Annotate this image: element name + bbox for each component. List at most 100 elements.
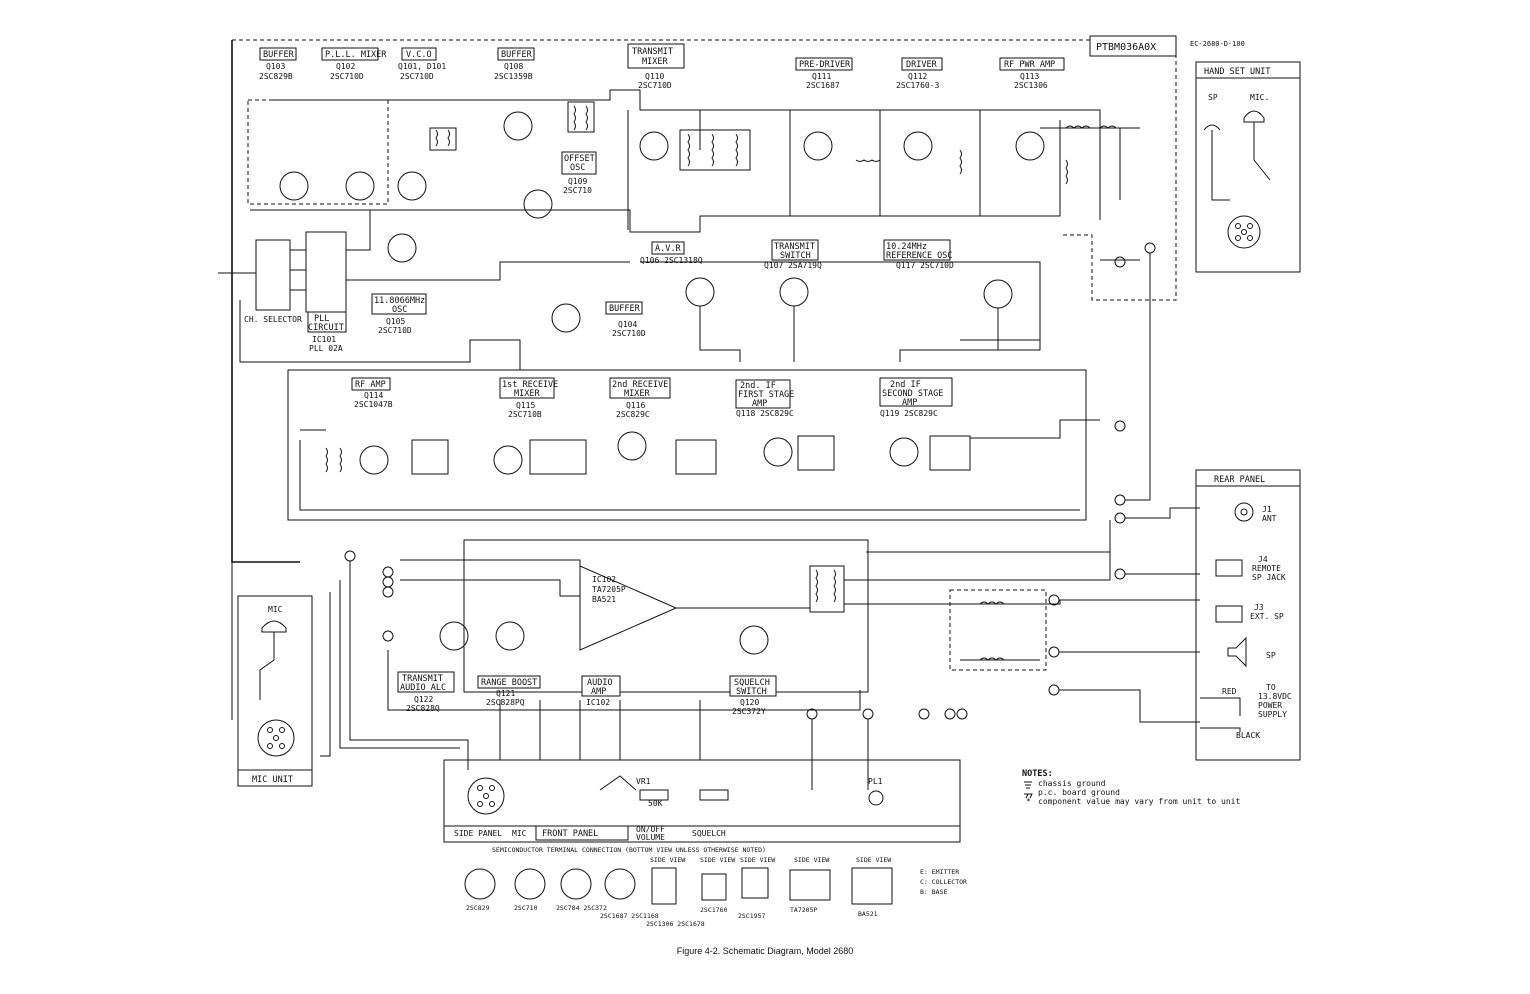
- transistor-q121: [495, 621, 525, 651]
- notes-title: NOTES:: [1022, 769, 1053, 779]
- side-panel-label: SIDE PANEL: [454, 829, 502, 838]
- vr-ref-label: VR1: [636, 777, 651, 786]
- transistor-q105: [387, 233, 417, 263]
- stage-rx-mixer2-ref: Q116: [626, 401, 645, 410]
- pkg-ta7205p: [789, 869, 831, 901]
- transistor-q113: [1015, 131, 1045, 161]
- terminals-right: [806, 242, 1200, 723]
- pkg-2sc829: [464, 868, 496, 900]
- stage-buffer1-name: BUFFER: [263, 50, 295, 60]
- stage-buffer2-ref: Q108: [504, 62, 523, 71]
- stage-squelch-sw-ref: Q120: [740, 698, 759, 707]
- pkg-label-5: 2SC1760: [700, 906, 727, 914]
- pkg-label-7: TA7205P: [790, 906, 817, 914]
- mic-unit-mic: MIC: [268, 605, 283, 614]
- stage-offset-osc-part: 2SC710: [563, 186, 592, 195]
- transistor-q116: [617, 431, 647, 461]
- side-view-label-2: SIDE VIEW: [700, 856, 735, 864]
- stage-ref-osc-ref: Q117 2SC710D: [896, 261, 954, 270]
- pkg-2sc784: [560, 868, 592, 900]
- transistor-q103: [279, 171, 309, 201]
- stage-if2-ref: Q119 2SC829C: [880, 409, 938, 418]
- pkg-label-2: 2SC784 2SC372: [556, 904, 607, 912]
- stage-buffer2-name: BUFFER: [501, 50, 533, 60]
- stage-rf-amp-part: 2SC1047B: [354, 400, 393, 409]
- side-view-label-3: SIDE VIEW: [740, 856, 775, 864]
- pkg-label-0: 2SC829: [466, 904, 490, 912]
- stage-tx-audio-alc-ref: Q122: [414, 695, 433, 704]
- stage-pll-mixer-part: 2SC710D: [330, 72, 364, 81]
- bottom-view-heading: SEMICONDUCTOR TERMINAL CONNECTION (BOTTO…: [492, 846, 766, 854]
- squelch-label: SQUELCH: [692, 829, 726, 838]
- transistor-q109: [523, 189, 553, 219]
- ic102-label-1: TA7205P: [592, 585, 626, 594]
- pkg-label-1: 2SC710: [514, 904, 538, 912]
- stage-buffer2-part: 2SC1359B: [494, 72, 533, 81]
- transistor-q106: [685, 277, 715, 307]
- stage-buffer1-part: 2SC829B: [259, 72, 293, 81]
- rear-red-wire: RED: [1222, 687, 1237, 696]
- notes-item-1: p.c. board ground: [1038, 788, 1120, 797]
- stage-tx-audio-alc-part: 2SC828Q: [406, 704, 440, 713]
- stage-rf-pwr-amp-ref: Q113: [1020, 72, 1039, 81]
- stage-rx-mixer1-ref: Q115: [516, 401, 535, 410]
- stage-driver-ref: Q112: [908, 72, 927, 81]
- hand-set-mic: MIC.: [1250, 93, 1269, 102]
- stage-pre-driver-ref: Q111: [812, 72, 831, 81]
- stage-buffer1-ref: Q103: [266, 62, 285, 71]
- hand-set-unit: HAND SET UNIT SP MIC.: [1195, 61, 1301, 273]
- model-code: PTBM036A0X: [1096, 42, 1156, 53]
- stage-vco-part: 2SC710D: [400, 72, 434, 81]
- rear-black-wire: BLACK: [1236, 731, 1260, 740]
- terminal-views: SEMICONDUCTOR TERMINAL CONNECTION (BOTTO…: [464, 846, 967, 928]
- notes: NOTES: chassis ground p.c. board ground …: [1022, 769, 1240, 806]
- stage-driver-name: DRIVER: [906, 60, 938, 70]
- stage-pll-mixer-name: P.L.L. MIXER: [325, 50, 387, 60]
- stage-avr-ref: Q106 2SC1318Q: [640, 256, 703, 265]
- rear-sp-label: SP: [1266, 651, 1276, 660]
- pkg-2sc1306: [651, 867, 677, 905]
- legend-emitter: E: EMITTER: [920, 868, 959, 876]
- mic-unit-connector: [257, 719, 295, 757]
- front-mic-connector: [467, 777, 505, 815]
- model-code-box: PTBM036A0X: [1089, 35, 1177, 57]
- transistor-q110: [639, 131, 669, 161]
- stage-if1-ref: Q118 2SC829C: [736, 409, 794, 418]
- stage-avr-name: A.V.R: [655, 244, 681, 254]
- power-filter: [949, 589, 1047, 671]
- stage-range-boost-part: 2SC828PQ: [486, 698, 525, 707]
- front-panel-title: FRONT PANEL: [542, 829, 598, 839]
- stage-buffer3-ref: Q104: [618, 320, 637, 329]
- side-view-label-1: SIDE VIEW: [650, 856, 685, 864]
- transistor-q111: [803, 131, 833, 161]
- transistor-q102: [345, 171, 375, 201]
- stage-range-boost-name: RANGE BOOST: [481, 678, 537, 688]
- stage-rx-mixer2-part: 2SC829C: [616, 410, 650, 419]
- pkg-2sc1760: [701, 873, 727, 901]
- pilot-lamp: [868, 790, 884, 806]
- stage-range-boost-ref: Q121: [496, 689, 515, 698]
- stage-pll-circuit-ref: IC101: [312, 335, 336, 344]
- transistor-q101: [397, 171, 427, 201]
- main-board: [231, 35, 1177, 720]
- stage-osc-118-part: 2SC710D: [378, 326, 412, 335]
- stage-rf-pwr-amp-part: 2SC1306: [1014, 81, 1048, 90]
- hand-set-title: HAND SET UNIT: [1204, 67, 1271, 77]
- stage-rf-amp-ref: Q114: [364, 391, 383, 400]
- legend-base: B: BASE: [920, 888, 947, 896]
- ic101: [305, 231, 347, 313]
- pkg-2sc710: [514, 868, 546, 900]
